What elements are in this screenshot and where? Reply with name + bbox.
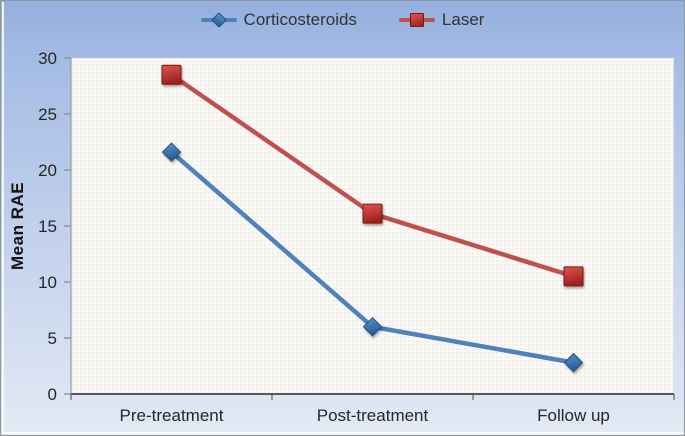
legend-label-laser: Laser: [441, 10, 485, 29]
corticosteroids-data-point: [161, 142, 182, 162]
y-tick-label: 15: [38, 217, 57, 236]
corticosteroids-data-point: [362, 317, 383, 337]
y-tick-label: 0: [48, 385, 57, 404]
x-category-label: Follow up: [537, 406, 610, 425]
laser-data-point: [563, 266, 584, 287]
legend-item-corticosteroids: Corticosteroids: [200, 10, 357, 30]
frame-bottom-highlight: [2, 432, 683, 434]
y-tick-label: 20: [38, 161, 57, 180]
legend-label-corticosteroids: Corticosteroids: [243, 10, 357, 29]
legend-item-laser: Laser: [398, 10, 485, 30]
x-category-label: Pre-treatment: [120, 406, 224, 425]
square-marker-icon: [409, 13, 424, 27]
y-tick-label: 25: [38, 105, 57, 124]
legend: Corticosteroids Laser: [1, 7, 684, 33]
diamond-marker-icon: [210, 12, 227, 28]
laser-line: [169, 72, 576, 279]
y-axis-title: Mean RAE: [8, 181, 27, 271]
y-tick-label: 5: [48, 329, 57, 348]
laser-data-point: [362, 203, 383, 224]
y-tick-label: 10: [38, 273, 57, 292]
corticosteroids-series-icon: [200, 12, 237, 28]
plot-area: [71, 58, 674, 394]
laser-data-point: [161, 64, 182, 85]
y-tick-label: 30: [38, 49, 57, 68]
laser-series-icon: [398, 13, 435, 27]
corticosteroids-data-point: [563, 352, 584, 373]
x-category-label: Post-treatment: [317, 406, 429, 425]
frame-left-highlight: [2, 2, 4, 434]
